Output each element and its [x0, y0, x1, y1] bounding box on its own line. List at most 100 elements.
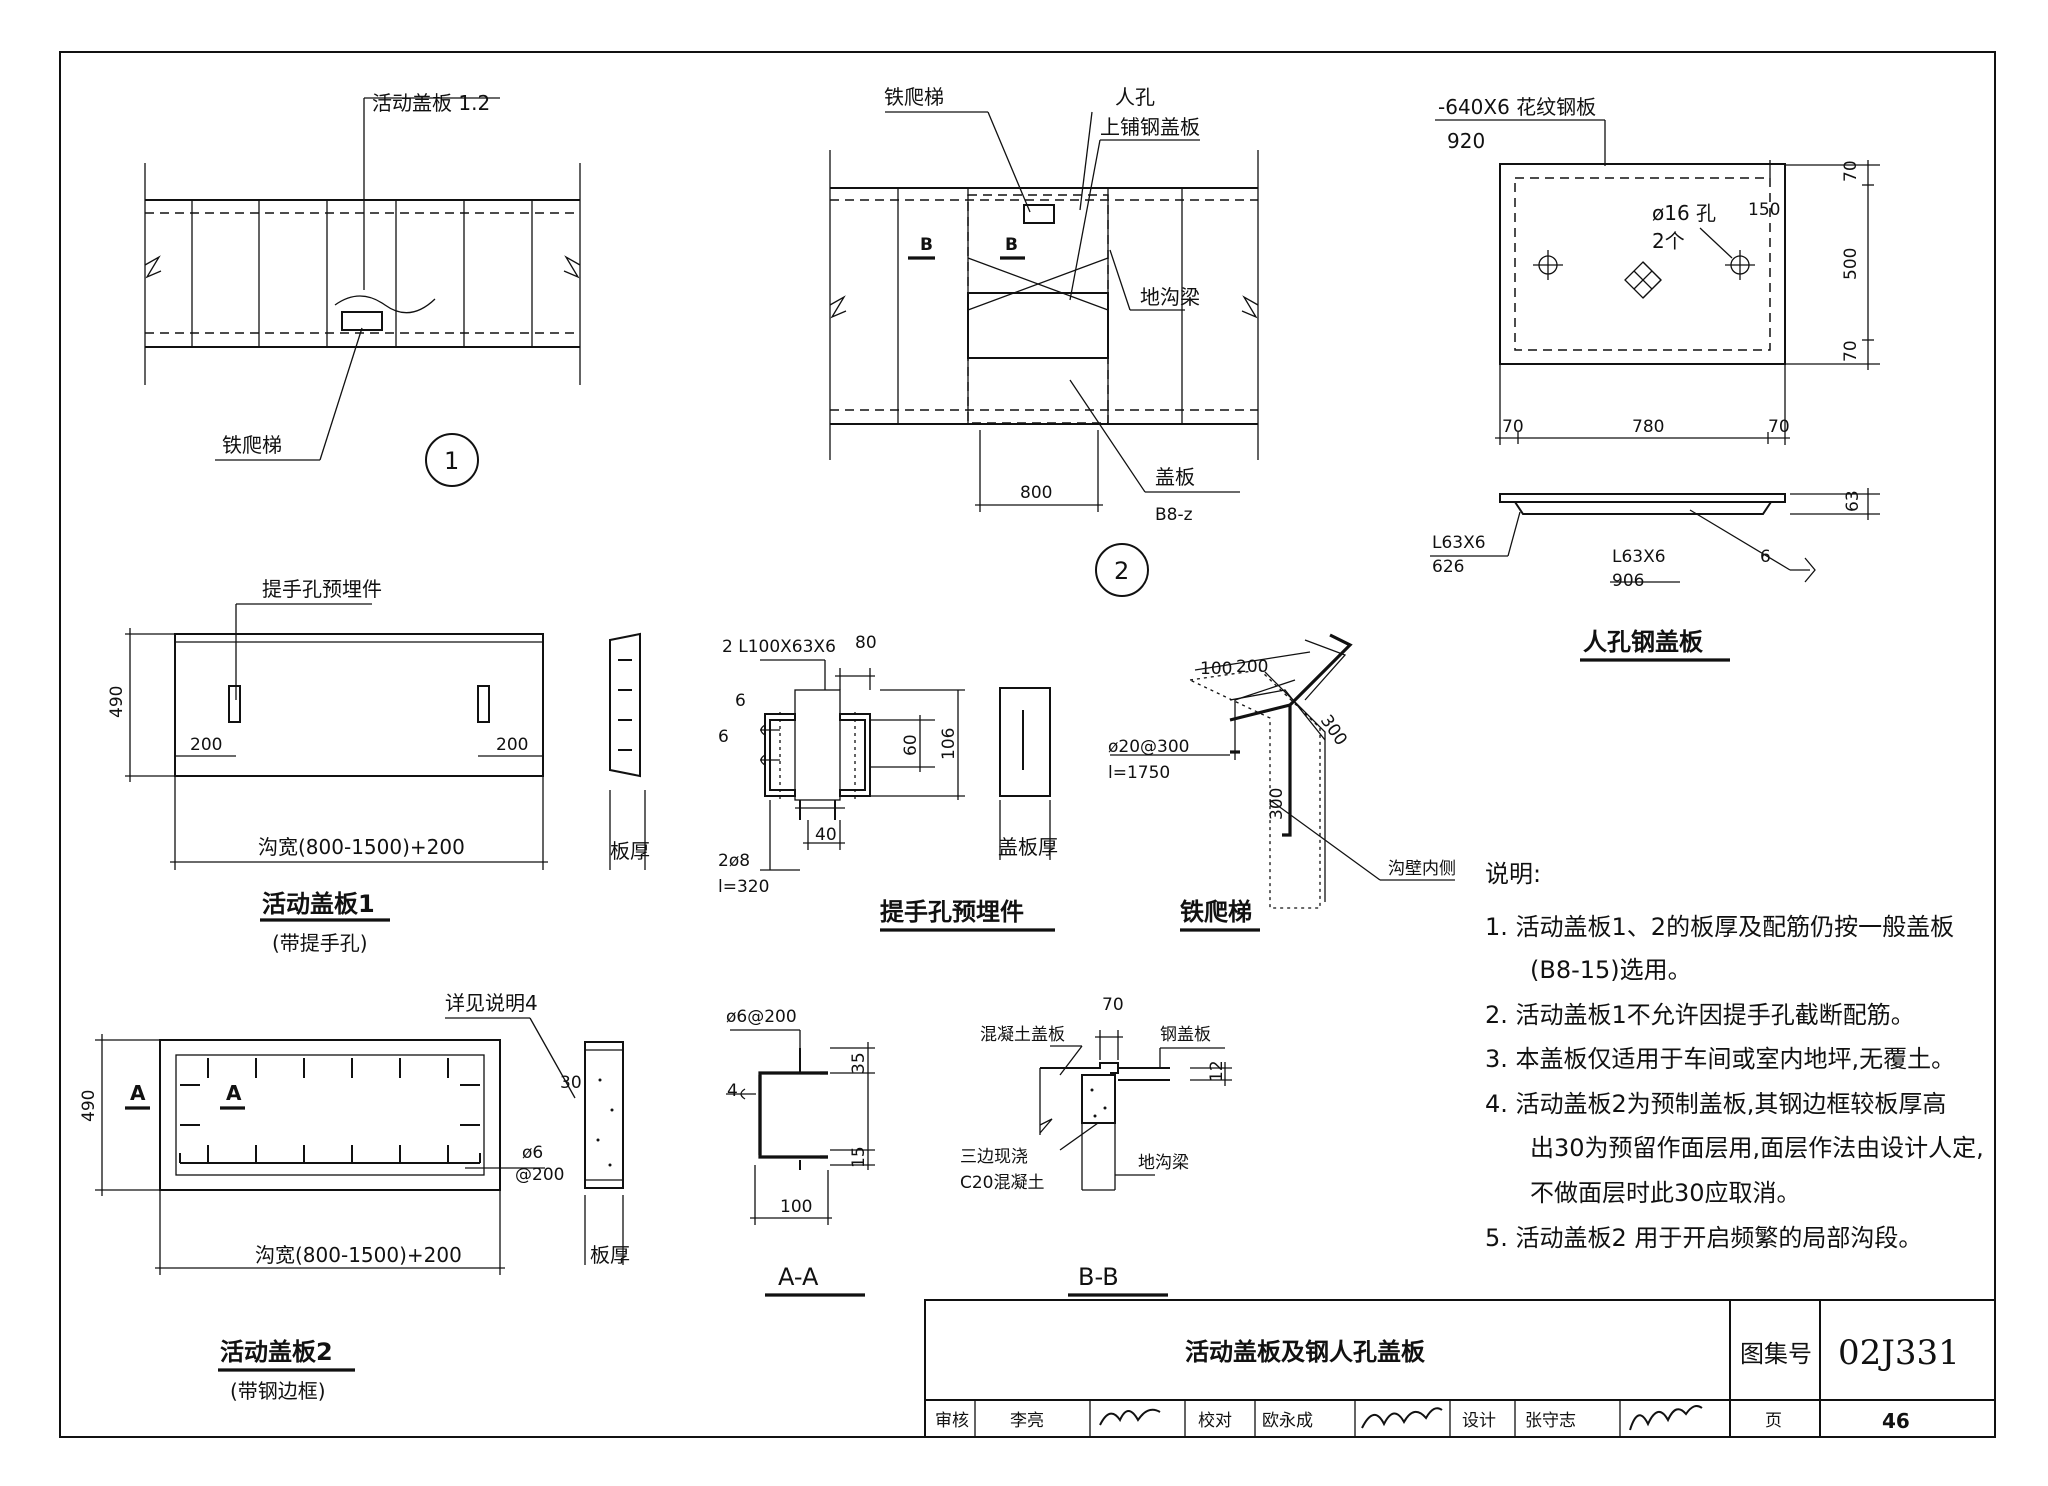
- bb-dim-70: 70: [1102, 995, 1124, 1015]
- aa-title: A-A: [778, 1263, 819, 1291]
- note-line-8: 5. 活动盖板2 用于开启频繁的局部沟段。: [1485, 1224, 1922, 1252]
- slab1-title: 活动盖板1: [262, 890, 375, 918]
- slab1-dim-200-left: 200: [190, 735, 222, 755]
- handle-insert-drawing: [760, 659, 1055, 932]
- manhole-angle-left-length: 626: [1432, 557, 1464, 577]
- manhole-dim-70-right: 70: [1768, 417, 1790, 437]
- note-line-3: 2. 活动盖板1不允许因提手孔截断配筋。: [1485, 1001, 1915, 1029]
- title-block: [924, 1299, 1996, 1438]
- aa-dim-100: 100: [780, 1197, 812, 1217]
- slab1-insert-label: 提手孔预埋件: [262, 577, 382, 601]
- bb-beam-label: 地沟梁: [1138, 1153, 1189, 1173]
- insert-dim-40: 40: [815, 825, 837, 845]
- ladder-dim-300-top: 300: [1316, 711, 1351, 749]
- plan2-cover-code: B8-z: [1155, 505, 1193, 525]
- plan2-number: 2: [1114, 557, 1129, 585]
- slab2-dim-30: 30: [560, 1073, 582, 1093]
- note-line-7: 不做面层时此30应取消。: [1530, 1179, 1801, 1207]
- reviewer-name: 李亮: [1010, 1411, 1044, 1431]
- notes-heading: 说明:: [1485, 860, 1541, 888]
- insert-title: 提手孔预埋件: [880, 898, 1024, 926]
- slab-1-drawing: [125, 603, 646, 922]
- plan2-cover-label: 盖板: [1155, 465, 1195, 489]
- manhole-angle-right-length: 906: [1612, 571, 1644, 591]
- page-number: 46: [1882, 1409, 1910, 1433]
- plan2-manhole-label: 人孔: [1115, 85, 1155, 109]
- ladder-wall-label: 沟壁内侧: [1388, 859, 1456, 879]
- insert-bar: 2ø8: [718, 851, 750, 871]
- note-line-5: 4. 活动盖板2为预制盖板,其钢边框较板厚高: [1485, 1090, 1946, 1118]
- designer-signature: [1629, 1405, 1703, 1431]
- plan2-dim-width: 800: [1020, 483, 1052, 503]
- insert-dim-60: 60: [901, 734, 921, 756]
- plan-view-1: [144, 97, 581, 487]
- design-label: 设计: [1462, 1411, 1496, 1431]
- checker-name: 欧永成: [1262, 1411, 1313, 1431]
- manhole-dim-70-top: 70: [1841, 160, 1861, 182]
- manhole-angle-left: L63X6: [1432, 533, 1486, 553]
- ladder-title: 铁爬梯: [1180, 898, 1252, 926]
- bb-concrete-label: C20混凝土: [960, 1173, 1045, 1193]
- insert-angle-label: 2 L100X63X6: [722, 637, 836, 657]
- bb-concrete-cover: 混凝土盖板: [980, 1025, 1065, 1045]
- plan2-section-mark-2: B: [1005, 235, 1018, 255]
- aa-dim-35: 35: [849, 1052, 869, 1074]
- page-label: 页: [1765, 1411, 1782, 1431]
- insert-dim-6-top: 6: [735, 691, 746, 711]
- bb-dim-12: 12: [1207, 1060, 1227, 1082]
- note-line-1: 1. 活动盖板1、2的板厚及配筋仍按一般盖板: [1485, 913, 1954, 941]
- slab1-subtitle: (带提手孔): [272, 931, 368, 955]
- manhole-cover-drawing: [1430, 119, 1880, 662]
- note-line-6: 出30为预留作面层用,面层作法由设计人定,: [1530, 1134, 1984, 1162]
- atlas-label: 图集号: [1740, 1340, 1812, 1368]
- manhole-angle-right: L63X6: [1612, 547, 1666, 567]
- insert-dim-80: 80: [855, 633, 877, 653]
- slab1-thickness-label: 板厚: [610, 839, 650, 863]
- slab1-dim-200-right: 200: [496, 735, 528, 755]
- ladder-dim-100: 100: [1200, 659, 1232, 679]
- ladder-bar: ø20@300: [1108, 737, 1189, 757]
- manhole-hole-label: ø16 孔: [1652, 201, 1716, 225]
- section-aa-drawing: [726, 1029, 875, 1297]
- manhole-dim-70-left: 70: [1502, 417, 1524, 437]
- atlas-number: 02J331: [1838, 1333, 1960, 1373]
- manhole-plate-length: 920: [1447, 129, 1485, 153]
- plan1-top-label: 活动盖板 1.2: [372, 91, 490, 115]
- slab2-width-label: 沟宽(800-1500)+200: [255, 1243, 462, 1267]
- manhole-plate-label: -640X6 花纹钢板: [1438, 95, 1596, 119]
- note-line-4: 3. 本盖板仅适用于车间或室内地坪,无覆土。: [1485, 1045, 1955, 1073]
- slab2-thickness-label: 板厚: [590, 1243, 630, 1267]
- slab2-bar: ø6: [522, 1143, 543, 1163]
- aa-bar: ø6@200: [726, 1007, 797, 1027]
- review-label: 审核: [935, 1411, 969, 1431]
- plan2-ladder-label: 铁爬梯: [884, 85, 944, 109]
- manhole-weld-size: 6: [1760, 547, 1771, 567]
- section-bb-drawing: [1039, 1030, 1232, 1297]
- plan-view-2: [829, 111, 1259, 597]
- note-line-2: (B8-15)选用。: [1530, 956, 1692, 984]
- check-label: 校对: [1198, 1411, 1232, 1431]
- slab1-width-label: 沟宽(800-1500)+200: [258, 835, 465, 859]
- manhole-dim-150: 150: [1748, 200, 1780, 220]
- insert-dim-6-side: 6: [718, 727, 729, 747]
- aa-dim-4: 4: [727, 1081, 738, 1101]
- bb-steel-cover: 钢盖板: [1160, 1025, 1211, 1045]
- bb-title: B-B: [1078, 1263, 1119, 1291]
- designer-name: 张守志: [1525, 1411, 1576, 1431]
- sheet-title: 活动盖板及钢人孔盖板: [1185, 1338, 1426, 1366]
- plan2-steel-cover-label: 上铺钢盖板: [1100, 115, 1200, 139]
- ladder-bar-length: l=1750: [1108, 763, 1170, 783]
- reviewer-signature: [1099, 1408, 1161, 1426]
- slab2-note-ref: 详见说明4: [445, 991, 538, 1015]
- insert-dim-106: 106: [939, 728, 959, 760]
- manhole-dim-780: 780: [1632, 417, 1664, 437]
- ladder-dim-200: 200: [1236, 657, 1268, 677]
- manhole-dim-70-bottom: 70: [1841, 340, 1861, 362]
- slab2-section-mark-left: A: [130, 1081, 146, 1105]
- slab2-dim-490: 490: [79, 1090, 99, 1122]
- plan2-beam-label: 地沟梁: [1140, 285, 1200, 309]
- plan2-section-mark-1: B: [920, 235, 933, 255]
- plan1-ladder-label: 铁爬梯: [222, 433, 282, 457]
- slab2-title: 活动盖板2: [220, 1338, 333, 1366]
